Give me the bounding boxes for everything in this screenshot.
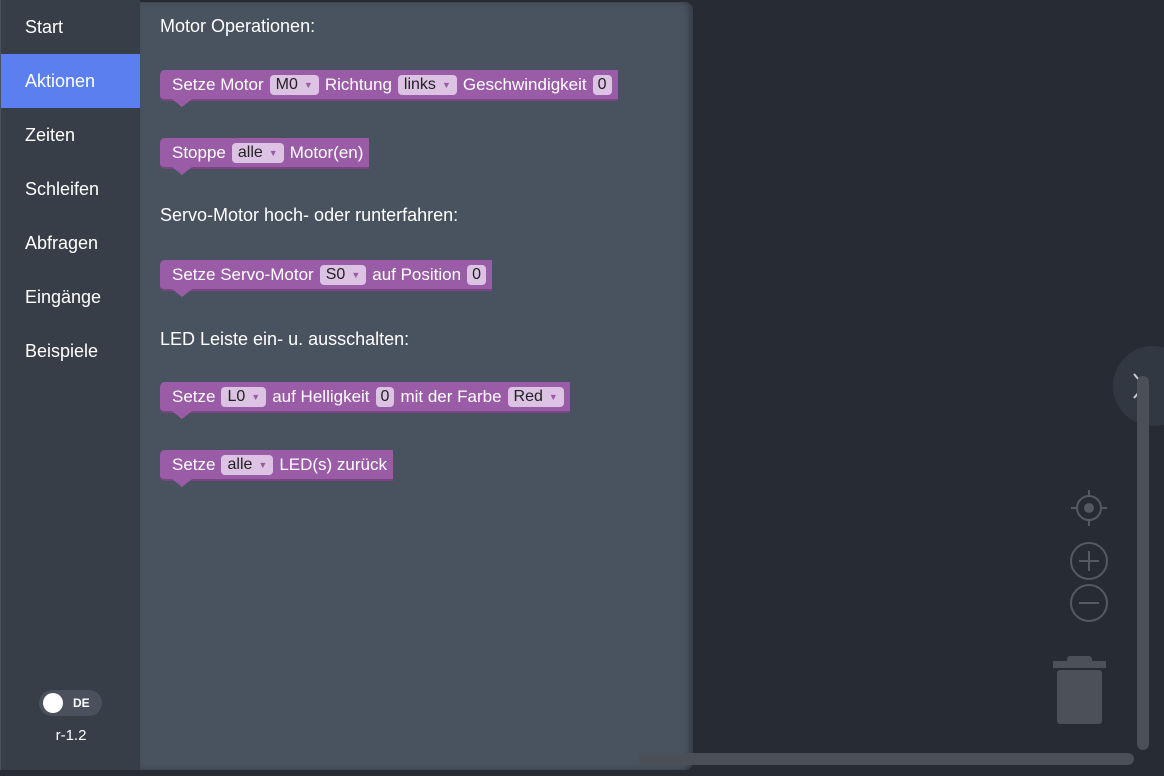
motor-dropdown[interactable]: M0 ▼ (269, 74, 319, 95)
dropdown-value: M0 (275, 75, 298, 93)
position-input[interactable]: 0 (467, 264, 486, 285)
dropdown-value: S0 (325, 265, 346, 283)
dropdown-value: alle (237, 143, 263, 161)
dropdown-arrow-icon: ▼ (303, 79, 313, 90)
language-toggle[interactable]: DE (39, 690, 102, 716)
block-reset-led[interactable]: Setze alle ▼ LED(s) zurück (160, 450, 393, 481)
trash-icon[interactable] (1052, 656, 1108, 726)
speed-input[interactable]: 0 (592, 74, 612, 95)
dropdown-arrow-icon: ▼ (351, 269, 361, 280)
block-set-servo[interactable]: Setze Servo-Motor S0 ▼ auf Position 0 (160, 260, 492, 291)
dropdown-arrow-icon: ▼ (258, 459, 268, 470)
block-set-led[interactable]: Setze L0 ▼ auf Helligkeit 0 mit der Farbe… (160, 382, 570, 413)
category-eingaenge[interactable]: Eingänge (25, 287, 102, 307)
recenter-icon[interactable] (1069, 488, 1109, 528)
zoom-in-icon[interactable] (1068, 540, 1110, 582)
dropdown-value: Red (513, 387, 543, 405)
dropdown-value: alle (227, 455, 253, 473)
block-text: Geschwindigkeit (462, 74, 587, 94)
block-text: Setze (172, 386, 216, 406)
block-stop-motor[interactable]: Stoppe alle ▼ Motor(en) (160, 138, 370, 169)
block-text: mit der Farbe (400, 386, 502, 406)
toggle-knob (43, 693, 63, 713)
section-label: Servo-Motor hoch- oder runterfahren: (160, 205, 459, 225)
servo-dropdown[interactable]: S0 ▼ (319, 264, 367, 285)
direction-dropdown[interactable]: links ▼ (397, 74, 457, 95)
block-text: Setze Motor (172, 74, 264, 94)
category-beispiele[interactable]: Beispiele (25, 341, 99, 361)
horizontal-scrollbar[interactable] (638, 753, 1134, 765)
category-schleifen[interactable]: Schleifen (25, 179, 100, 199)
color-dropdown[interactable]: Red ▼ (507, 386, 564, 407)
dropdown-arrow-icon: ▼ (268, 147, 278, 158)
block-text: auf Position (372, 264, 462, 284)
block-text: Setze Servo-Motor (172, 264, 314, 284)
block-flyout: Motor Operationen: Setze Motor M0 ▼ Richt… (140, 2, 693, 770)
version-label: r-1.2 (55, 727, 87, 744)
block-set-motor[interactable]: Setze Motor M0 ▼ Richtung links ▼ Geschwin… (160, 70, 618, 101)
block-text: Richtung (324, 74, 392, 94)
block-text: auf Helligkeit (272, 386, 370, 406)
block-text: LED(s) zurück (279, 454, 387, 474)
section-label: Motor Operationen: (160, 16, 316, 36)
block-text: Stoppe (172, 142, 226, 162)
zoom-out-icon[interactable] (1068, 582, 1110, 624)
block-text: Motor(en) (289, 142, 364, 162)
led-dropdown[interactable]: L0 ▼ (221, 386, 267, 407)
category-aktionen[interactable]: Aktionen (1, 54, 140, 108)
category-sidebar: Start Aktionen Zeiten Schleifen Abfragen… (0, 0, 140, 770)
led-select-dropdown[interactable]: alle ▼ (221, 454, 274, 475)
dropdown-arrow-icon: ▼ (441, 79, 451, 90)
brightness-input[interactable]: 0 (375, 386, 395, 407)
dropdown-value: L0 (227, 387, 246, 405)
category-zeiten[interactable]: Zeiten (25, 125, 76, 145)
category-start[interactable]: Start (25, 17, 64, 37)
vertical-scrollbar[interactable] (1137, 376, 1149, 750)
section-label: LED Leiste ein- u. ausschalten: (160, 329, 410, 349)
dropdown-arrow-icon: ▼ (251, 391, 261, 402)
language-label: DE (73, 696, 90, 710)
dropdown-arrow-icon: ▼ (548, 391, 558, 402)
motor-select-dropdown[interactable]: alle ▼ (231, 142, 284, 163)
block-text: Setze (172, 454, 216, 474)
category-abfragen[interactable]: Abfragen (25, 233, 99, 253)
dropdown-value: links (403, 75, 436, 93)
